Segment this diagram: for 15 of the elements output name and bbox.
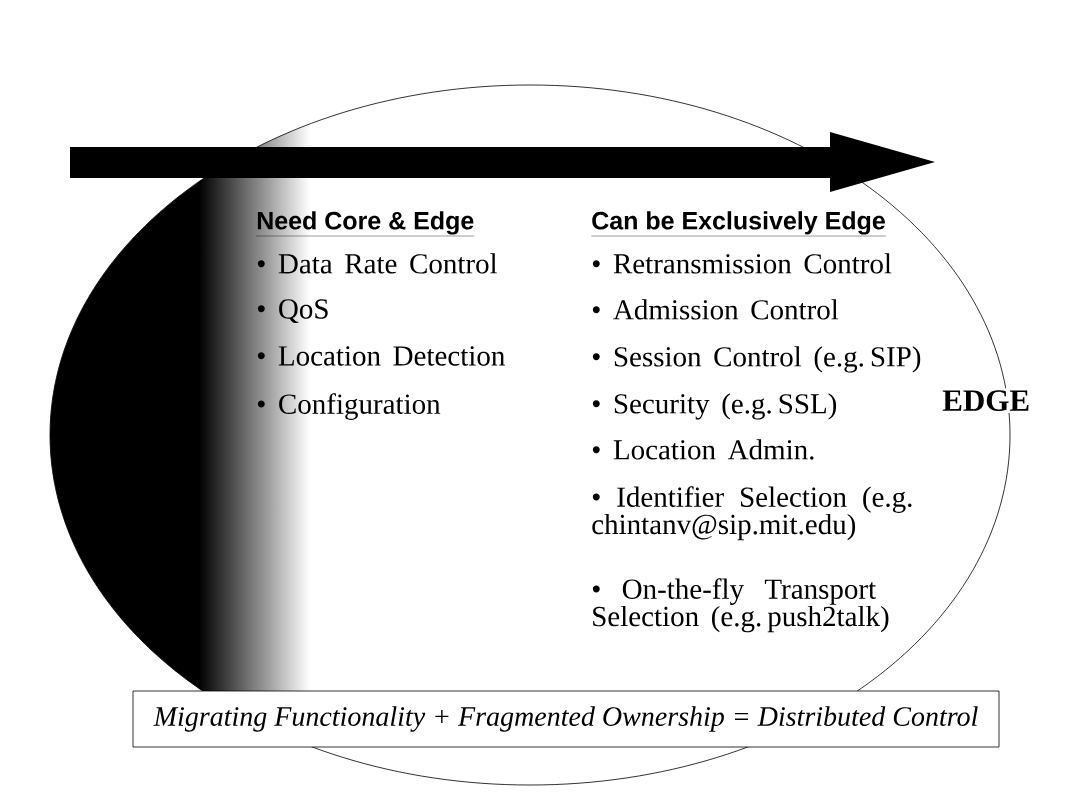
list-heading: Can be Exclusively Edge: [591, 211, 886, 237]
list-item: • QoS: [257, 299, 328, 324]
list-item: • Session Control (e.g. SIP): [592, 346, 921, 373]
list-item: • Identifier Selection (e.g. chintanv@sip.mit.edu): [592, 486, 912, 541]
list-item: • Security (e.g. SSL): [592, 393, 837, 420]
list-heading: Need Core & Edge: [256, 211, 475, 237]
list-item: • Admission Control: [592, 299, 839, 320]
region-label: EDGE: [940, 388, 1033, 414]
list-item: • Data Rate Control: [257, 253, 498, 274]
list-item: • On-the-fly Transport Selection (e.g. push2talk): [592, 578, 889, 633]
list-item: • Location Admin.: [592, 439, 814, 460]
list-item: • Location Detection: [257, 346, 505, 366]
list-item: • Retransmission Control: [592, 253, 892, 274]
equation-box: Migrating Functionality + Fragmented Ownership = Distributed Control: [132, 690, 1000, 748]
list-item: • Configuration: [257, 393, 441, 420]
